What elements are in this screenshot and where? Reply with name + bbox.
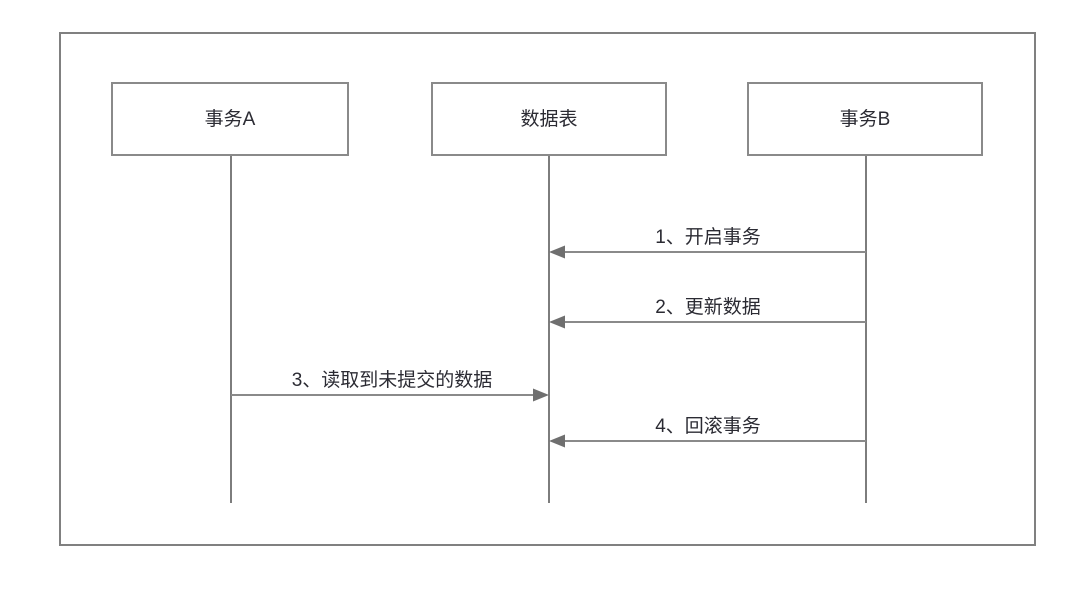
participant-label-transaction-b: 事务B	[840, 108, 891, 130]
message-1[interactable]: 1、开启事务	[549, 226, 866, 259]
message-3[interactable]: 3、读取到未提交的数据	[231, 369, 549, 402]
message-label-2: 2、更新数据	[655, 296, 761, 318]
participants-group: 事务A 数据表 事务B	[111, 82, 983, 156]
participant-box-transaction-a[interactable]	[111, 82, 349, 156]
message-arrowhead-3	[533, 388, 549, 402]
message-label-4: 4、回滚事务	[655, 415, 761, 437]
message-2[interactable]: 2、更新数据	[549, 296, 866, 329]
participant-transaction-b[interactable]: 事务B	[747, 82, 983, 156]
participant-label-transaction-a: 事务A	[205, 108, 256, 130]
message-label-1: 1、开启事务	[655, 226, 761, 248]
participant-box-transaction-b[interactable]	[747, 82, 983, 156]
message-arrowhead-4	[549, 434, 565, 448]
message-4[interactable]: 4、回滚事务	[549, 415, 866, 448]
lifelines-group	[230, 155, 867, 503]
message-label-3: 3、读取到未提交的数据	[292, 369, 493, 391]
messages-group: 1、开启事务 2、更新数据 3、读取到未提交的数据 4、回滚事务	[231, 226, 866, 448]
participant-label-data-table: 数据表	[520, 108, 577, 130]
message-arrowhead-2	[549, 315, 565, 329]
message-arrowhead-1	[549, 245, 565, 259]
participant-transaction-a[interactable]: 事务A	[111, 82, 349, 156]
participant-box-data-table[interactable]	[431, 82, 667, 156]
participant-data-table[interactable]: 数据表	[431, 82, 667, 156]
